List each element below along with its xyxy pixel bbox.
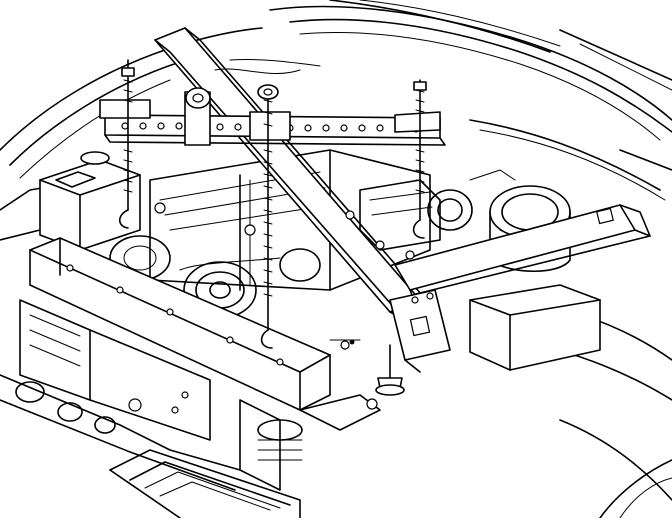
radiator-support bbox=[29, 237, 331, 411]
fixture-side-arm bbox=[394, 204, 651, 296]
support-foot bbox=[375, 344, 405, 396]
threaded-rod-left bbox=[118, 59, 135, 229]
strut-assembly bbox=[239, 394, 381, 491]
hardware-details bbox=[154, 58, 516, 350]
threaded-rod-right bbox=[412, 79, 427, 239]
lower-grille bbox=[109, 449, 301, 519]
fluid-reservoir bbox=[39, 151, 141, 251]
threaded-rod-center bbox=[257, 84, 279, 349]
battery-box bbox=[469, 284, 601, 371]
windshield-cowl bbox=[269, 0, 672, 201]
fixture-clamps bbox=[99, 87, 441, 146]
front-bumper-structure bbox=[0, 299, 241, 491]
